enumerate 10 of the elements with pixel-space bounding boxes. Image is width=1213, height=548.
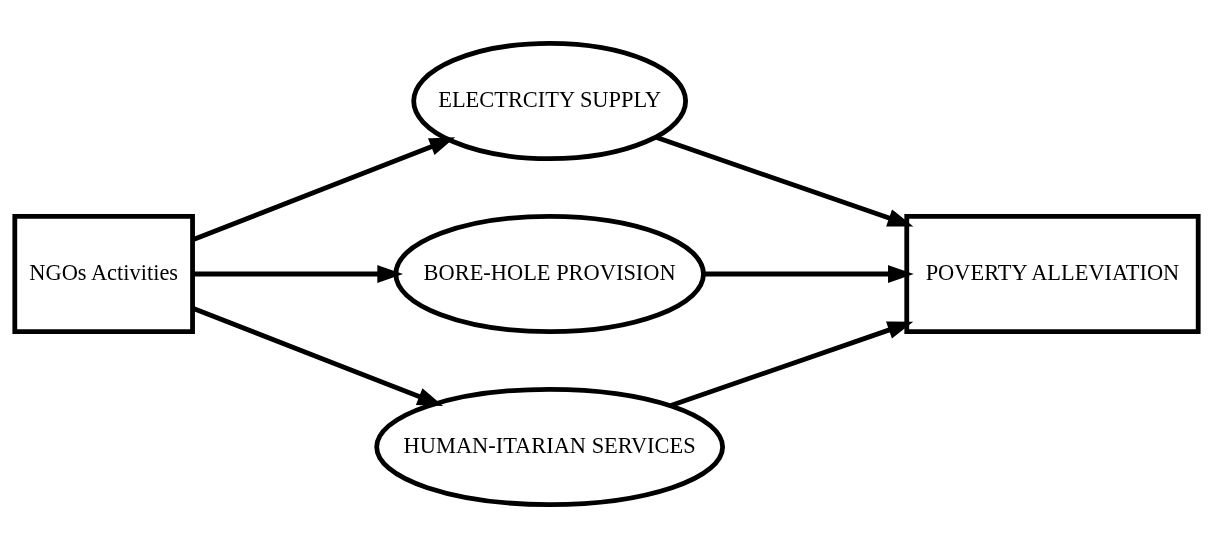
arrow: [670, 321, 914, 408]
arrow: [192, 265, 404, 283]
arrow: [703, 265, 914, 283]
arrow: [191, 137, 456, 243]
node-box: POVERTY ALLEVIATION: [904, 213, 1201, 335]
node-ellipse: ELECTRCITY SUPPLY: [411, 41, 688, 162]
node-ellipse: BORE-HOLE PROVISION: [393, 213, 706, 335]
arrow: [191, 305, 444, 406]
arrow: [655, 135, 914, 227]
node-box: NGOs Activities: [12, 213, 195, 335]
